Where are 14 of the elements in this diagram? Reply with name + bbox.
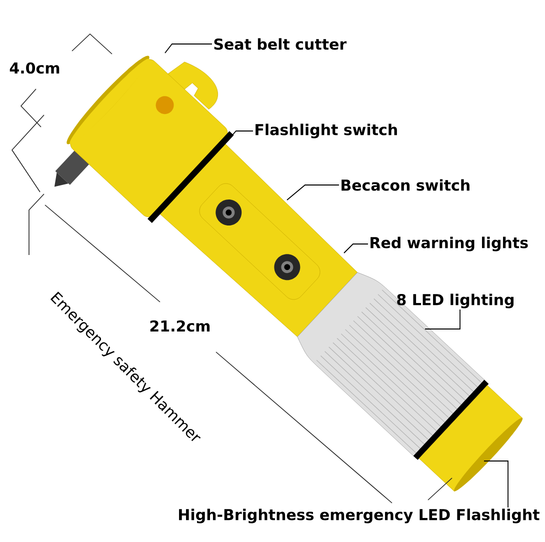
- callout-label: Flashlight switch: [256, 124, 397, 138]
- callout-label: High-Brightness emergency LED Flashlight: [179, 508, 540, 524]
- leader-line: [164, 44, 212, 54]
- dimension-label: 4.0cm: [10, 62, 60, 74]
- leader-line: [484, 460, 508, 508]
- callout-label: Red warning lights: [370, 236, 528, 252]
- callout-label: 8 LED lighting: [397, 294, 514, 308]
- callout-label: Becacon switch: [342, 179, 470, 191]
- leader-line: [222, 130, 254, 148]
- leader-line: [424, 309, 460, 330]
- leader-line: [286, 184, 340, 200]
- leader-line: [344, 244, 368, 254]
- dimension-label: 21.2cm: [150, 320, 210, 332]
- callout-label: Seat belt cutter: [214, 38, 347, 50]
